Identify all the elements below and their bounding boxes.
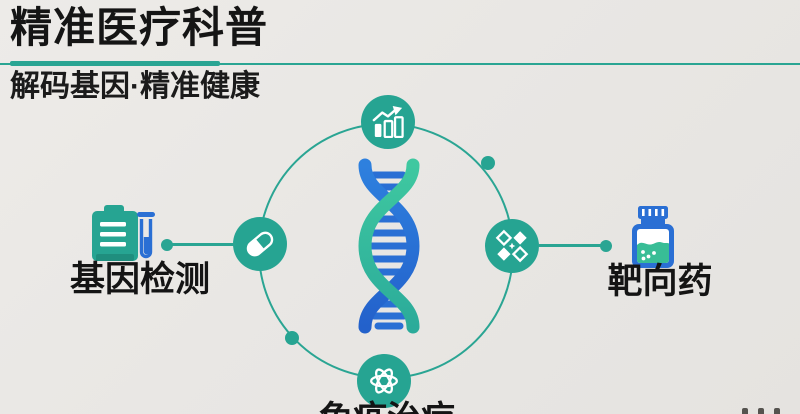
label-targeted-drug: 靶向药: [607, 262, 713, 301]
page-subtitle: 解码基因·精准健康: [10, 70, 260, 103]
page-title: 精准医疗科普: [10, 4, 269, 51]
capsule-icon: [246, 231, 274, 257]
node-immunotherapy: [357, 354, 411, 408]
atom-icon: [370, 368, 398, 394]
label-immunotherapy: 免疫治疗: [317, 400, 457, 414]
header-divider-line: [0, 63, 800, 65]
growth-chart-icon: [372, 106, 404, 138]
orbit-dot-southwest: [285, 331, 299, 345]
ellipsis-dot: [758, 408, 764, 414]
report-and-test-tube-icon: [92, 205, 155, 261]
medicine-bottle-icon: [632, 206, 674, 268]
more-indicator: [742, 408, 792, 414]
right-connector-dot: [600, 240, 612, 252]
ellipsis-dot: [742, 408, 748, 414]
dna-helix-icon: [358, 158, 420, 334]
ellipsis-dot: [774, 408, 780, 414]
left-connector-dot: [161, 239, 173, 251]
node-gene-testing: [233, 217, 287, 271]
left-connector-line: [170, 243, 236, 246]
molecule-sparkles-icon: [495, 229, 529, 263]
node-research-stats: [361, 95, 415, 149]
right-connector-line: [538, 244, 604, 247]
header-divider-accent: [10, 61, 220, 66]
node-targeted-drug: [485, 219, 539, 273]
orbit-dot-northeast: [481, 156, 495, 170]
label-gene-testing: 基因检测: [69, 260, 210, 299]
